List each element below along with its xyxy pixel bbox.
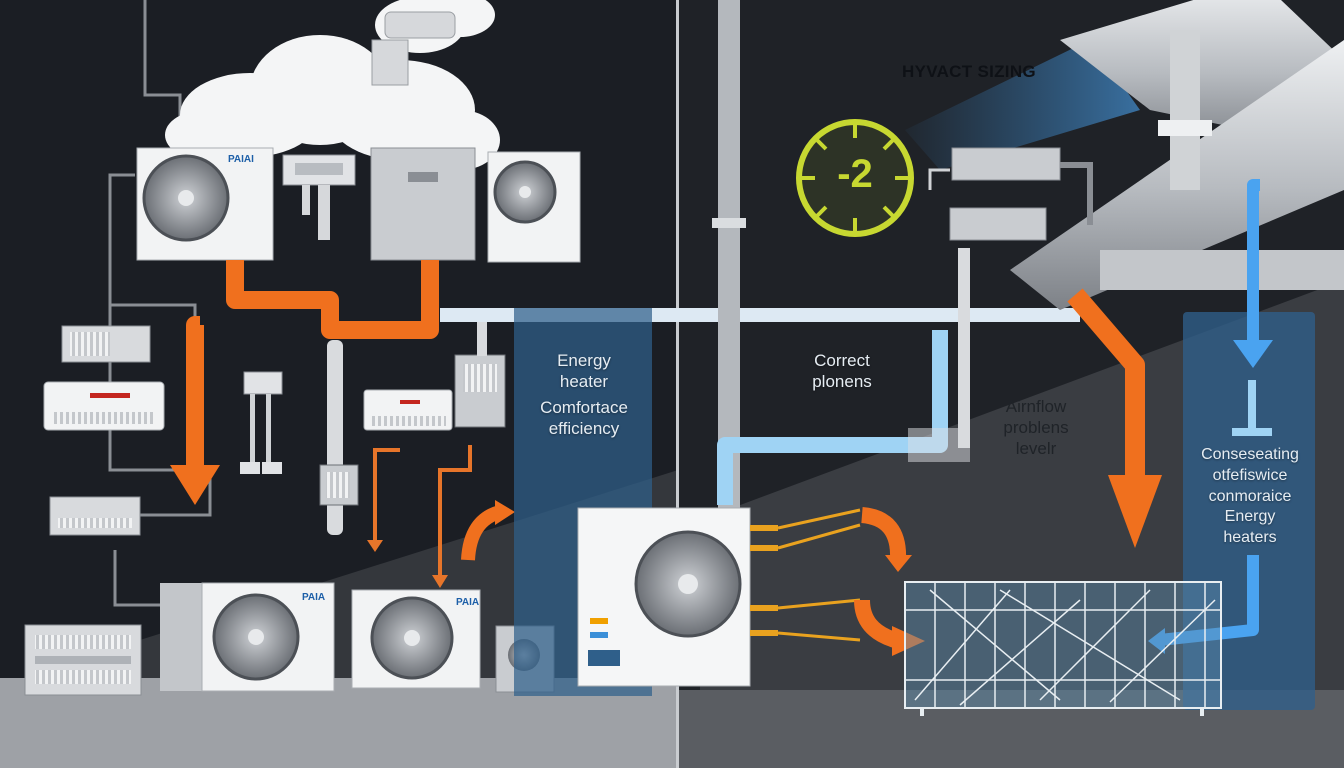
duct-panels (928, 147, 1093, 241)
outdoor-unit-top-2 (487, 151, 581, 263)
hot-pipes (186, 260, 439, 470)
brand-mark-bottom-2: PAIA (456, 597, 480, 608)
split-ac-left (43, 381, 165, 431)
brand-mark-top: PAIAI (228, 154, 254, 165)
label-energy-heater: Energy heater (557, 351, 611, 391)
gauge-icon (796, 119, 914, 237)
label-energy-heaters: Energy heaters (1223, 508, 1277, 546)
vertical-pipe-right (958, 248, 970, 448)
hot-pipe-right (1067, 288, 1145, 480)
arrow-icon (170, 465, 220, 505)
outdoor-unit-main (577, 507, 778, 687)
outdoor-unit-bottom-1 (160, 582, 335, 692)
cloud-icon (165, 0, 500, 170)
gauge-value: -2 (837, 152, 873, 196)
center-divider (676, 0, 679, 768)
curved-orange-arrow-right-1 (860, 507, 907, 561)
outdoor-unit-bottom-2 (351, 589, 481, 689)
heater-cabinet (24, 624, 142, 696)
thermostat-stand (240, 371, 283, 474)
connection-lines (777, 508, 861, 642)
arrow-icon (1108, 475, 1162, 548)
label-conserving: Conseseating otfefiswice conmoraice (1201, 446, 1299, 505)
wall-unit-left-2 (49, 496, 141, 536)
vertical-pipe-center (718, 0, 740, 520)
curved-orange-arrow-left (461, 505, 503, 561)
outdoor-unit-top-1 (136, 147, 274, 261)
label-comfort-efficiency: Comfortace efficiency (540, 398, 628, 438)
vertical-pipe-left (327, 340, 343, 535)
wall-unit-left-1 (61, 325, 151, 363)
controller-unit (282, 154, 356, 240)
exhaust-pipe (371, 11, 456, 86)
thin-orange-arrows (373, 445, 472, 580)
label-airflow-problems: Airnflow problens levelr (1003, 397, 1069, 458)
cold-arrow-right (1159, 179, 1260, 646)
bracket-mark (1232, 380, 1272, 436)
curved-orange-arrow-right-2 (854, 599, 898, 648)
valve-box (319, 464, 359, 506)
cold-pipe-right (717, 330, 948, 505)
airflow-beam (905, 40, 1140, 170)
mini-split-center (363, 389, 453, 431)
brand-mark-bottom-1: PAIA (302, 592, 326, 603)
duct-icon (1010, 0, 1344, 310)
radiator-grid-icon (904, 581, 1222, 716)
water-heater-unit (454, 312, 506, 428)
grey-cabinet-unit (370, 147, 476, 261)
diagram-title: HYVACT SIZING (902, 62, 1036, 81)
label-correct-problems: Correct plonens (812, 351, 872, 391)
